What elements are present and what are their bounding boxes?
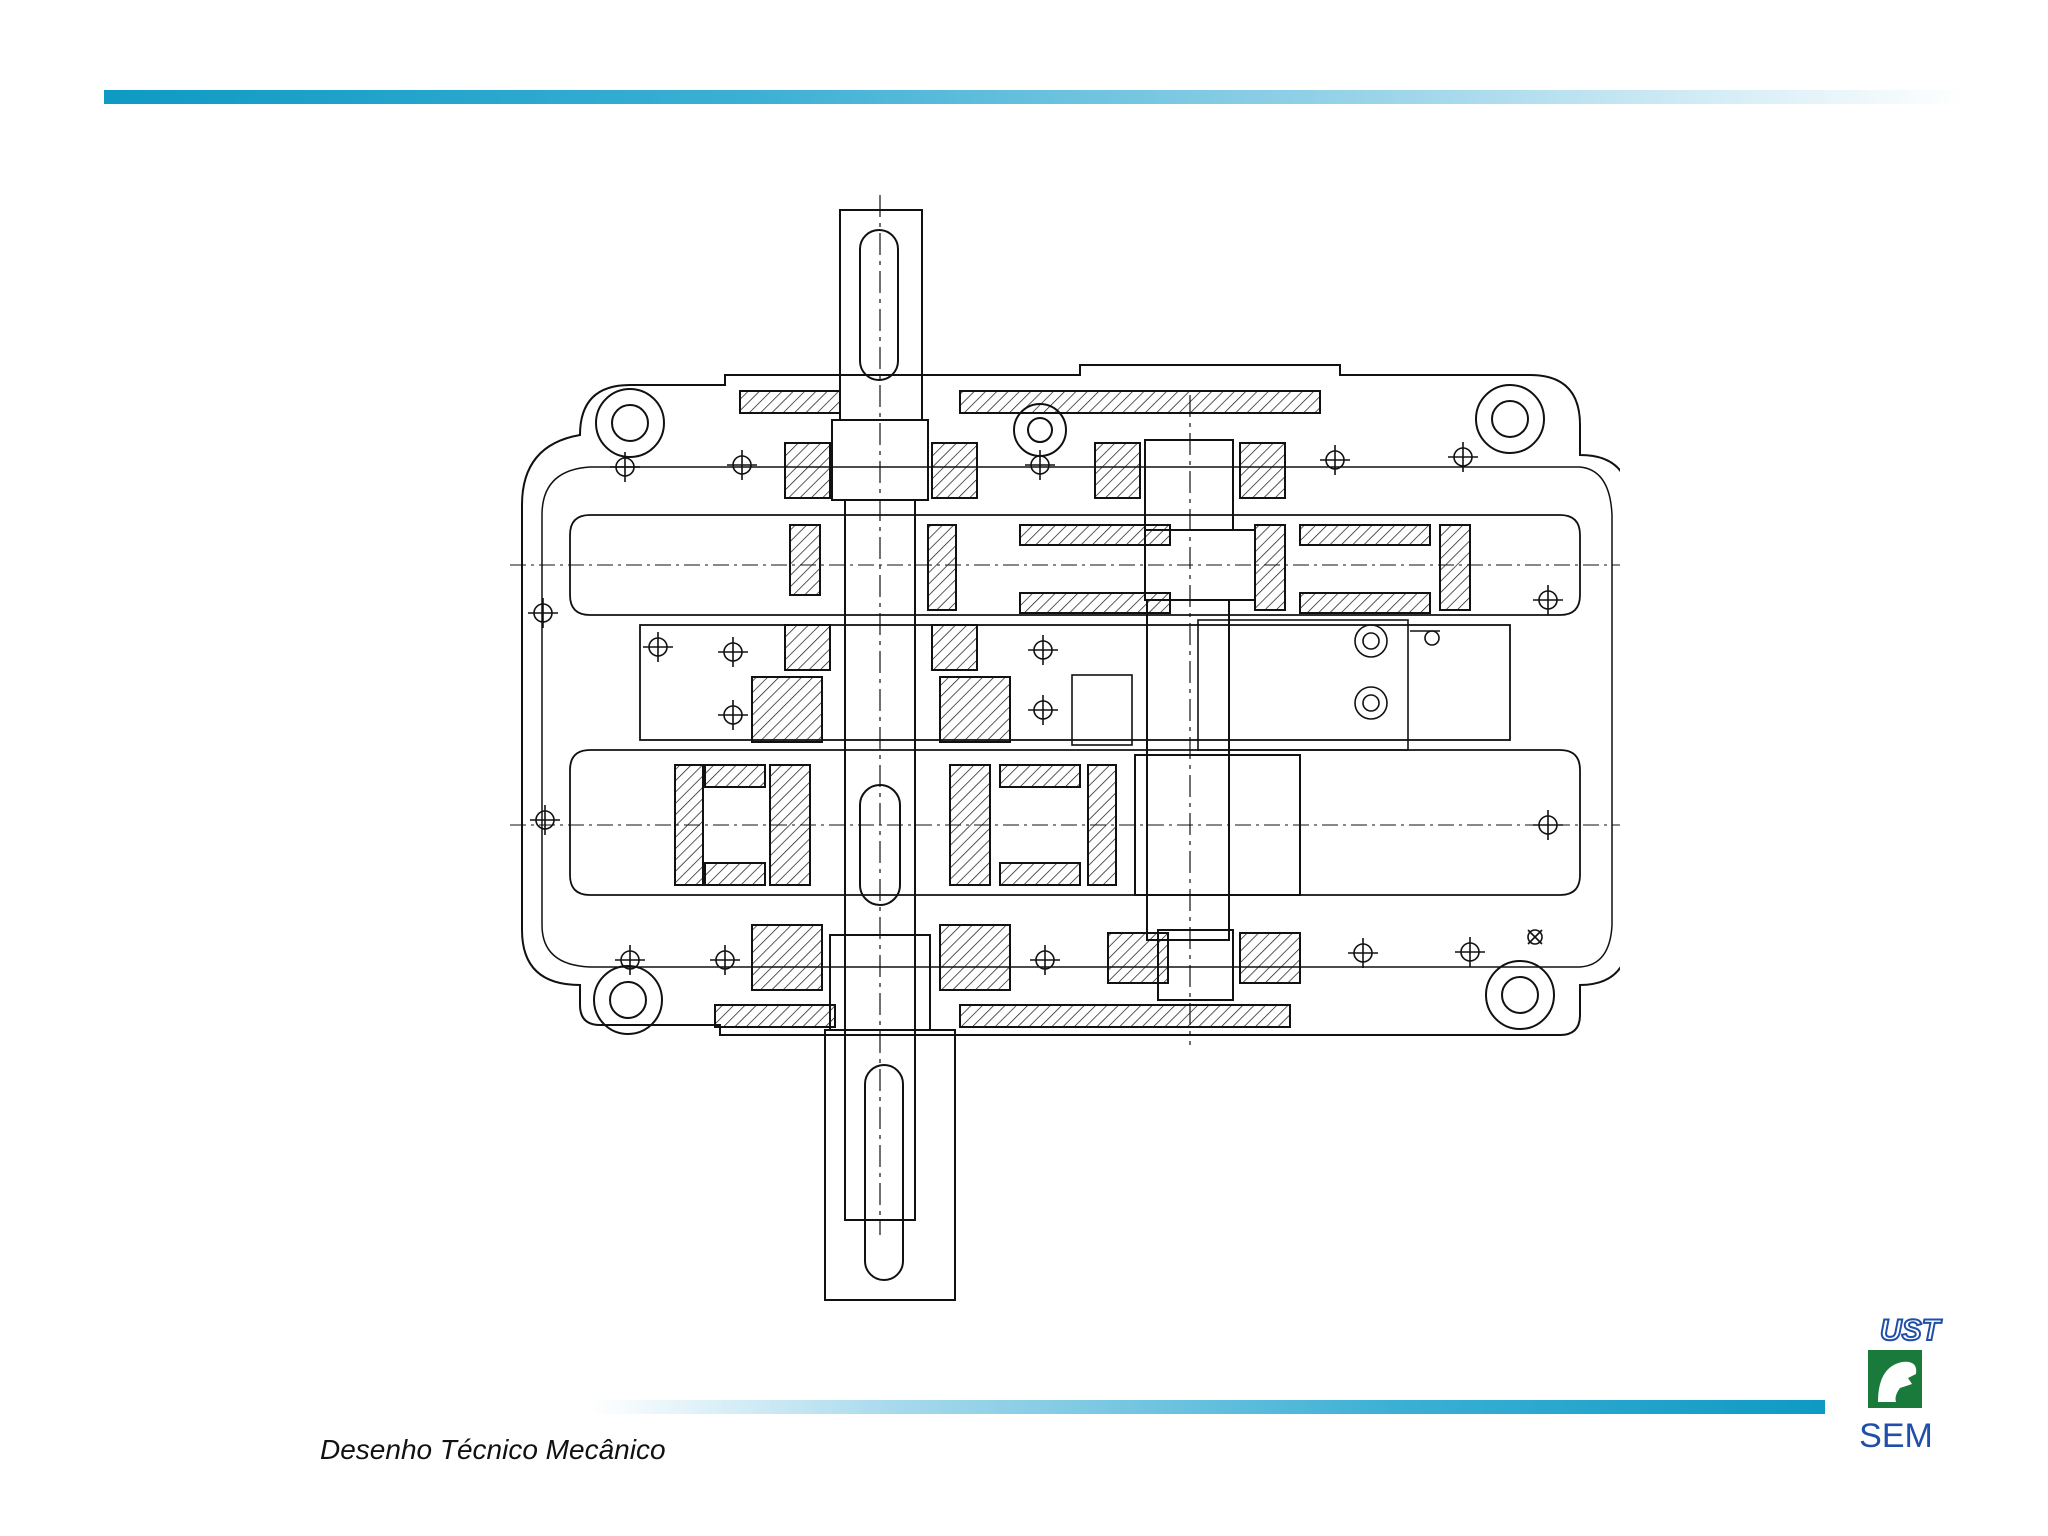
intermediate-shaft: [1134, 395, 1301, 1045]
logo-bottom-text: SEM: [1860, 1417, 1933, 1455]
housing: [521, 364, 1620, 1036]
logo-emblem: UST SEM: [1860, 1313, 1944, 1455]
corner-bosses: [593, 384, 1555, 1035]
footer-gradient-bar: [590, 1400, 1825, 1414]
footer-title: Desenho Técnico Mecânico: [320, 1434, 666, 1465]
logo-top-text: UST: [1880, 1314, 1943, 1347]
bearings: [714, 390, 1321, 1028]
output-shaft: [824, 784, 956, 1301]
bolt-holes: [528, 442, 1563, 975]
cavities: [569, 514, 1581, 896]
ust-sem-logo: UST SEM: [1860, 1313, 1944, 1455]
gearbox-assembly-drawing: [510, 195, 1620, 1301]
input-shaft: [831, 195, 929, 1235]
centerlines: [510, 564, 1620, 826]
header-gradient-bar: [104, 90, 1964, 104]
